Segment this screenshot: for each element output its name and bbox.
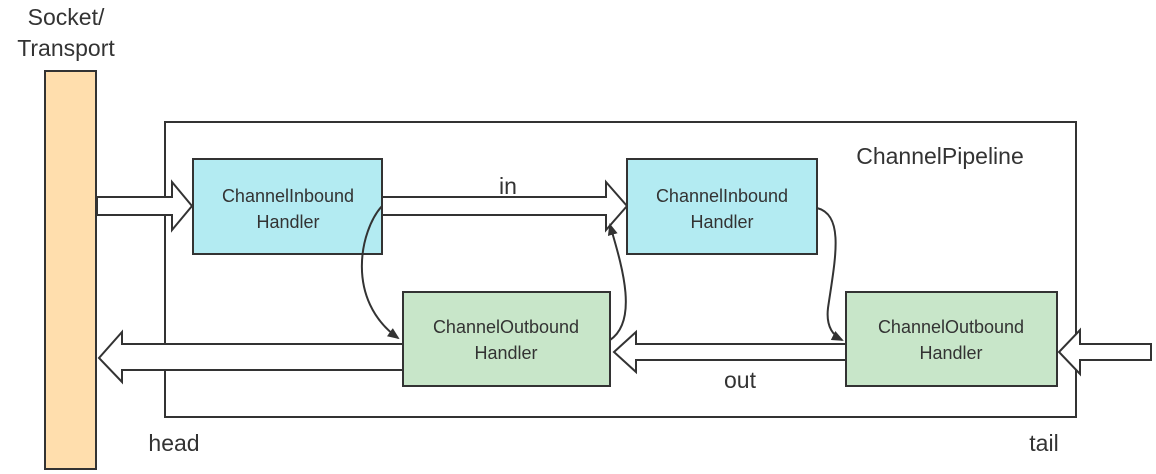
pipeline-container (164, 121, 1077, 418)
outbound-handler-2-line2: Handler (919, 343, 982, 363)
curve-inbound2-to-outbound2 (816, 207, 844, 341)
outbound-handler-1-line2: Handler (474, 343, 537, 363)
inbound-handler-1 (192, 158, 383, 255)
arrow-inbound1-to-inbound2 (381, 179, 629, 233)
inbound-handler-2 (626, 158, 818, 255)
outbound-handler-1 (402, 291, 611, 387)
arrow-tail-to-outbound2 (1057, 327, 1152, 377)
tail-label: tail (1029, 430, 1058, 456)
arrow-outbound2-to-outbound1 (612, 329, 847, 375)
out-label: out (724, 367, 757, 393)
head-label: head (148, 430, 199, 456)
curve-inbound1-to-outbound1 (360, 205, 400, 340)
in-label: in (499, 173, 517, 199)
transport-bar (44, 70, 97, 470)
outbound-handler-2 (845, 291, 1058, 387)
inbound-handler-1-line1: ChannelInbound (222, 186, 354, 206)
inbound-handler-2-line2: Handler (690, 212, 753, 232)
transport-label-line1: Socket/ (28, 4, 105, 30)
inbound-handler-1-line2: Handler (256, 212, 319, 232)
arrow-transport-to-inbound1 (96, 179, 194, 233)
transport-label-line2: Transport (17, 35, 115, 61)
arrow-outbound1-to-transport (97, 329, 404, 385)
inbound-handler-2-line1: ChannelInbound (656, 186, 788, 206)
outbound-handler-2-line1: ChannelOutbound (878, 317, 1024, 337)
curve-outbound1-to-inbound2 (607, 223, 627, 341)
outbound-handler-1-line1: ChannelOutbound (433, 317, 579, 337)
pipeline-label: ChannelPipeline (856, 143, 1024, 169)
